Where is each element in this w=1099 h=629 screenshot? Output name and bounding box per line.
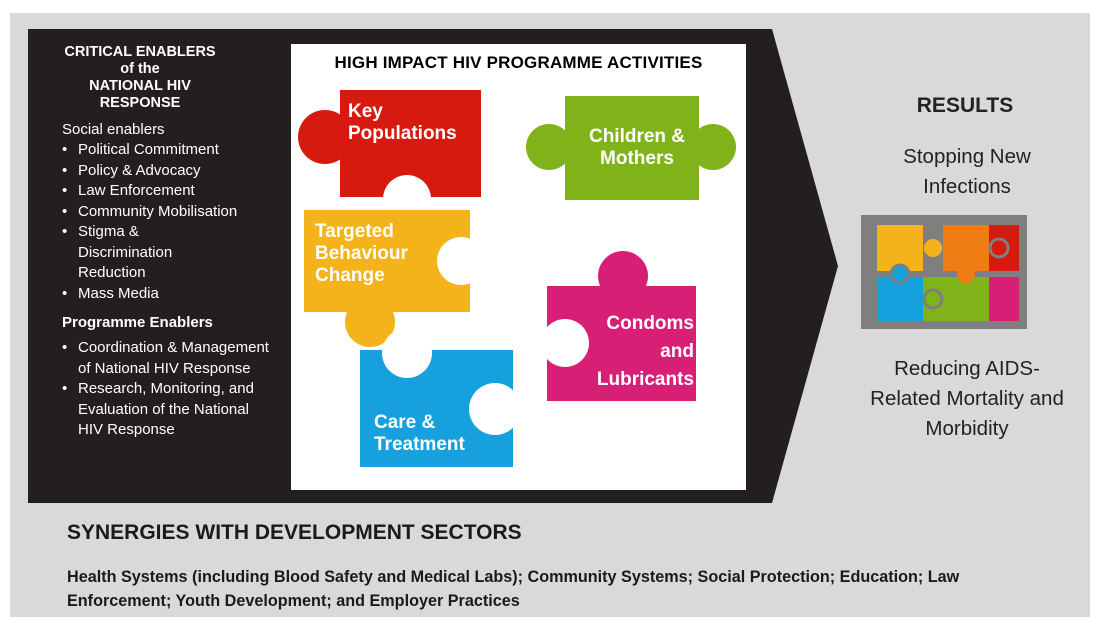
programme-enablers-heading: Programme Enablers (62, 314, 213, 331)
list-item: Research, Monitoring, and Evaluation of … (62, 379, 274, 441)
social-enablers-list: Political Commitment Policy & Advocacy L… (30, 140, 285, 304)
outcome-reducing-mortality: Reducing AIDS-Related Mortality and Morb… (870, 357, 1064, 440)
care-treatment-label: Care &Treatment (374, 412, 465, 455)
children-mothers-label: Children &Mothers (588, 126, 686, 169)
synergies-title: SYNERGIES WITH DEVELOPMENT SECTORS (67, 521, 522, 544)
critical-enablers: CRITICAL ENABLERS of the NATIONAL HIV RE… (30, 38, 285, 441)
activities-title: HIGH IMPACT HIV PROGRAMME ACTIVITIES (334, 53, 703, 72)
list-item: Mass Media (62, 284, 285, 305)
programme-enablers-list: Coordination & Management of National HI… (30, 338, 285, 441)
key-populations-piece (298, 90, 481, 223)
list-item: Policy & Advocacy (62, 161, 285, 182)
list-item: Stigma & Discrimination Reduction (62, 222, 198, 284)
puzzle-results-icon (861, 215, 1027, 329)
enablers-title: CRITICAL ENABLERS of the NATIONAL HIV RE… (64, 44, 216, 111)
care-treatment-piece (360, 328, 521, 467)
list-item: Political Commitment (62, 140, 285, 161)
social-enablers-heading: Social enablers (62, 121, 165, 138)
list-item: Coordination & Management of National HI… (62, 338, 274, 379)
list-item: Law Enforcement (62, 181, 285, 202)
synergies-text: Health Systems (including Blood Safety a… (67, 568, 960, 610)
outcome-stopping-infections: Stopping New Infections (903, 145, 1031, 198)
behaviour-change-piece (304, 210, 485, 347)
list-item: Community Mobilisation (62, 202, 285, 223)
condoms-piece (541, 251, 696, 401)
children-mothers-piece (526, 96, 736, 200)
results-title: RESULTS (916, 94, 1014, 117)
